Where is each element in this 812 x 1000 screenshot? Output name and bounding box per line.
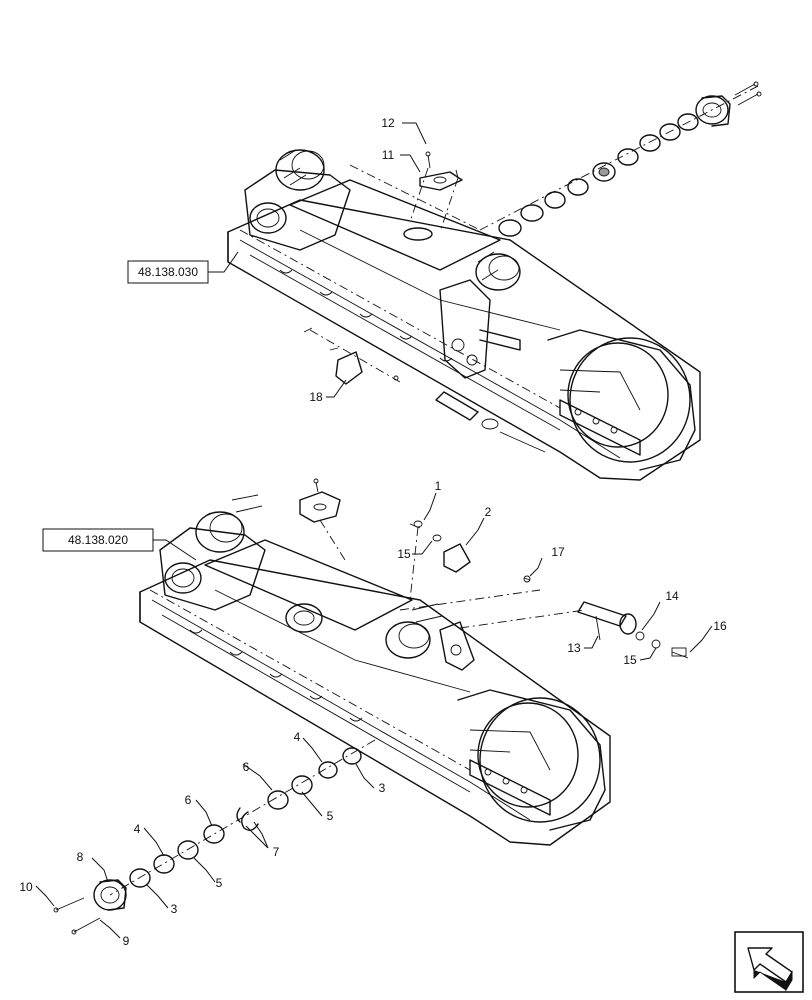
reference-box-upper[interactable]: 48.138.030 — [127, 260, 209, 284]
upper-seal-stack — [498, 81, 762, 237]
callout-2: 2 — [485, 505, 492, 519]
reference-label-upper: 48.138.030 — [138, 265, 198, 279]
reference-label-lower: 48.138.020 — [68, 533, 128, 547]
callout-3-upper: 3 — [379, 781, 386, 795]
callout-3-lower: 3 — [171, 902, 178, 916]
callout-15-upper: 15 — [397, 547, 411, 561]
callout-12: 12 — [381, 116, 395, 130]
callout-11: 11 — [382, 148, 395, 162]
callout-5-lower: 5 — [216, 876, 223, 890]
leader-lines — [35, 122, 713, 939]
callout-9: 9 — [123, 934, 130, 948]
lower-seal-stack — [53, 739, 376, 935]
callout-6-lower: 6 — [185, 793, 192, 807]
previous-page-arrow-icon[interactable] — [734, 931, 804, 993]
upper-bracket-18 — [303, 327, 401, 385]
callout-4-upper: 4 — [294, 730, 301, 744]
lower-cover-plate — [299, 478, 346, 561]
lower-bracket-2 — [409, 520, 531, 601]
callout-10: 10 — [19, 880, 33, 894]
upper-track-frame — [227, 84, 761, 481]
lower-track-frame — [139, 494, 611, 846]
callout-17: 17 — [551, 545, 565, 559]
callout-13: 13 — [567, 641, 581, 655]
callout-14: 14 — [665, 589, 679, 603]
callouts: 12 11 18 1 2 15 17 14 13 16 15 4 3 6 5 6… — [19, 116, 727, 948]
callout-16: 16 — [713, 619, 727, 633]
callout-7: 7 — [273, 845, 280, 859]
reference-box-lower[interactable]: 48.138.020 — [42, 528, 154, 552]
callout-5-upper: 5 — [327, 809, 334, 823]
lower-pin-13 — [577, 601, 689, 659]
callout-4-lower: 4 — [134, 822, 141, 836]
callout-15-lower: 15 — [623, 653, 637, 667]
callout-1: 1 — [435, 479, 442, 493]
upper-cover-plate — [409, 151, 463, 233]
callout-8: 8 — [77, 850, 84, 864]
callout-18: 18 — [309, 390, 323, 404]
callout-6-upper: 6 — [243, 760, 250, 774]
